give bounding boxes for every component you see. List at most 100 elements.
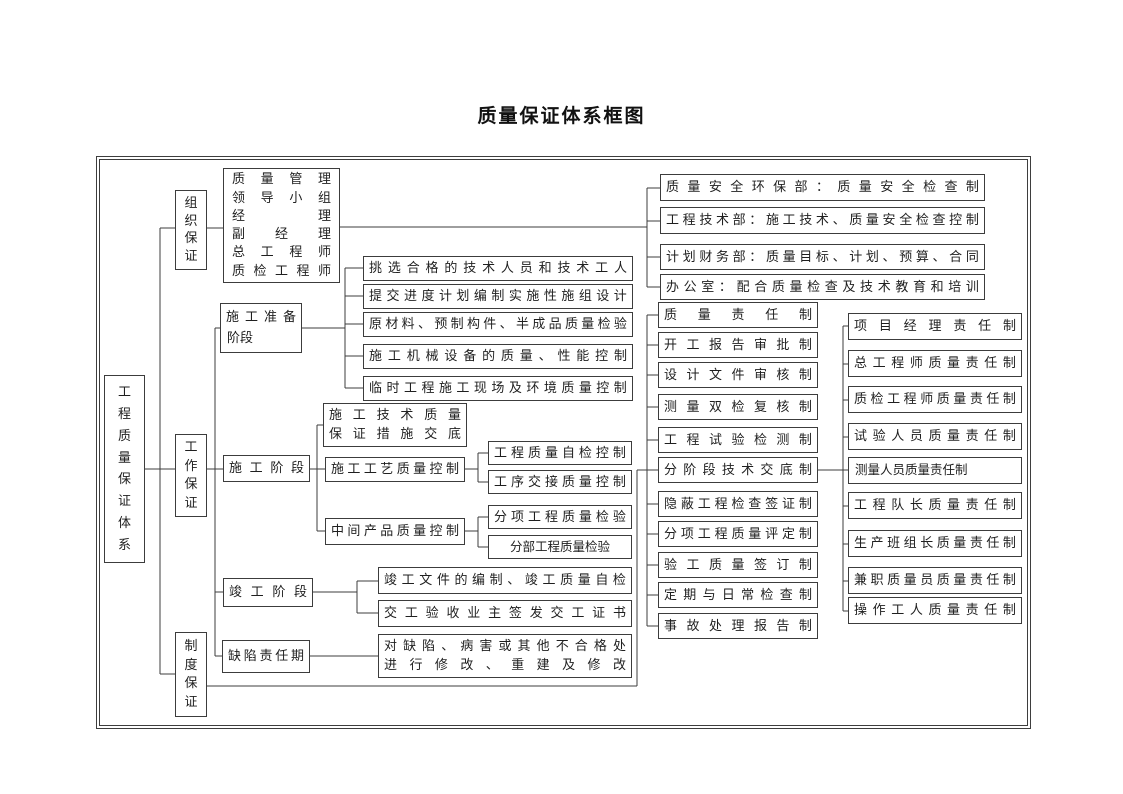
defect-remedy-box: 对缺陷、病害或其他不合格处 进行修改、重建及修改 xyxy=(378,634,632,678)
dept-box-planning-finance: 计划财务部：质量目标、计划、预算、合同 xyxy=(660,244,985,270)
system-item-hidden-works-signoff: 隐蔽工程检查签证制 xyxy=(658,491,818,517)
prep-item-label: 临时工程施工现场及环境质量控制 xyxy=(369,380,627,396)
resp-item-label: 兼职质量员质量责任制 xyxy=(854,572,1016,588)
system-item-survey-double-check: 测量双检复核制 xyxy=(658,394,818,420)
stage-box-preparation: 施工准备 阶段 xyxy=(220,303,302,353)
completion-item-label: 竣工文件的编制、竣工质量自检 xyxy=(384,572,626,588)
resp-item-label: 试验人员质量责任制 xyxy=(854,428,1016,444)
construction-tech-disclosure-box: 施工技术质量 保证措施交底 xyxy=(323,403,467,447)
prep-item-schedule-design: 提交进度计划编制实施性施组设计 xyxy=(363,284,633,309)
intermediate-control-label: 中间产品质量控制 xyxy=(331,523,459,539)
defect-remedy-line: 对缺陷、病害或其他不合格处 xyxy=(384,638,626,654)
resp-item-operators: 操作工人质量责任制 xyxy=(848,597,1022,624)
system-item-design-review: 设计文件审核制 xyxy=(658,362,818,388)
branch-organization-label: 组织保证 xyxy=(184,194,198,264)
system-item-label: 验工质量签订制 xyxy=(664,556,812,572)
process-control-label: 施工工艺质量控制 xyxy=(331,461,459,477)
branch-institution: 制度保证 xyxy=(175,632,207,717)
system-item-label: 质量责任制 xyxy=(664,306,812,322)
process-item-handover-control: 工序交接质量控制 xyxy=(488,470,632,494)
process-item-self-inspection: 工程质量自检控制 xyxy=(488,441,632,465)
stage-box-completion: 竣工阶段 xyxy=(223,578,313,607)
tech-disclosure-line: 保证措施交底 xyxy=(329,426,461,441)
resp-item-label: 总工程师质量责任制 xyxy=(854,355,1016,371)
completion-item-documents-selfcheck: 竣工文件的编制、竣工质量自检 xyxy=(378,567,632,594)
leadership-line: 副经理 xyxy=(232,226,331,242)
system-item-commencement-approval: 开工报告审批制 xyxy=(658,332,818,358)
prep-item-label: 挑选合格的技术人员和技术工人 xyxy=(369,260,627,276)
system-item-label: 定期与日常检查制 xyxy=(664,586,812,602)
construction-process-control-box: 施工工艺质量控制 xyxy=(325,457,465,482)
resp-item-label: 操作工人质量责任制 xyxy=(854,602,1016,618)
leadership-line: 总工程师 xyxy=(232,244,331,260)
leadership-line: 领导小组 xyxy=(232,189,331,205)
system-item-staged-disclosure: 分阶段技术交底制 xyxy=(658,457,818,483)
completion-item-handover-certificate: 交工验收业主签发交工证书 xyxy=(378,600,632,627)
leadership-group-box: 质量管理 领导小组 经理 副经理 总工程师 质检工程师 xyxy=(223,168,340,283)
dept-box-engineering-tech: 工程技术部：施工技术、质量安全检查控制 xyxy=(660,207,985,234)
dept-label: 工程技术部：施工技术、质量安全检查控制 xyxy=(666,212,979,228)
root-box-project-quality-system: 工程质量保证体系 xyxy=(104,375,145,563)
branch-work-label: 工作保证 xyxy=(184,439,198,510)
process-item-label: 工序交接质量控制 xyxy=(494,473,626,489)
stage-preparation-line1: 施工准备 xyxy=(226,309,296,325)
system-item-label: 工程试验检测制 xyxy=(664,431,812,447)
page-title: 质量保证体系框图 xyxy=(477,106,646,127)
outer-border xyxy=(96,156,1031,729)
resp-item-quality-engineer: 质检工程师质量责任制 xyxy=(848,386,1022,413)
resp-item-team-leader: 工程队长质量责任制 xyxy=(848,492,1022,519)
prep-item-label: 施工机械设备的质量、性能控制 xyxy=(369,348,627,364)
system-item-accident-report: 事故处理报告制 xyxy=(658,613,818,639)
system-item-label: 隐蔽工程检查签证制 xyxy=(664,495,812,511)
resp-item-chief-engineer: 总工程师质量责任制 xyxy=(848,350,1022,377)
intermediate-item-label: 分项工程质量检验 xyxy=(494,508,626,524)
stage-preparation-line2: 阶段 xyxy=(227,330,254,345)
system-item-label: 分阶段技术交底制 xyxy=(664,461,812,477)
intermediate-item-subitem-inspection: 分项工程质量检验 xyxy=(488,505,632,529)
process-item-label: 工程质量自检控制 xyxy=(494,444,626,460)
resp-item-survey-personnel: 测量人员质量责任制 xyxy=(848,457,1022,484)
system-item-subitem-evaluation: 分项工程质量评定制 xyxy=(658,521,818,547)
dept-label: 办公室：配合质量检查及技术教育和培训 xyxy=(666,278,979,294)
leadership-line: 质量管理 xyxy=(232,171,331,187)
prep-item-machinery-control: 施工机械设备的质量、性能控制 xyxy=(363,344,633,369)
root-label: 工程质量保证体系 xyxy=(117,383,131,553)
dept-label: 计划财务部：质量目标、计划、预算、合同 xyxy=(666,248,979,264)
system-item-test-detection: 工程试验检测制 xyxy=(658,427,818,453)
prep-item-material-inspection: 原材料、预制构件、半成品质量检验 xyxy=(363,312,633,337)
resp-item-label: 项目经理责任制 xyxy=(854,318,1016,334)
system-item-label: 分项工程质量评定制 xyxy=(664,525,812,541)
prep-item-label: 提交进度计划编制实施性施组设计 xyxy=(369,288,627,304)
prep-item-select-personnel: 挑选合格的技术人员和技术工人 xyxy=(363,256,633,281)
system-item-label: 开工报告审批制 xyxy=(664,336,812,352)
resp-item-test-personnel: 试验人员质量责任制 xyxy=(848,423,1022,450)
dept-box-office: 办公室：配合质量检查及技术教育和培训 xyxy=(660,274,985,300)
system-item-label: 事故处理报告制 xyxy=(664,617,812,633)
leadership-line: 经理 xyxy=(232,207,331,223)
leadership-line: 质检工程师 xyxy=(232,262,331,278)
branch-work: 工作保证 xyxy=(175,434,207,517)
intermediate-item-division-inspection: 分部工程质量检验 xyxy=(488,535,632,559)
resp-item-label: 测量人员质量责任制 xyxy=(855,463,968,478)
tech-disclosure-line: 施工技术质量 xyxy=(329,407,461,423)
system-item-acceptance-signing: 验工质量签订制 xyxy=(658,552,818,578)
branch-institution-label: 制度保证 xyxy=(184,637,198,710)
stage-construction-label: 施工阶段 xyxy=(229,460,304,476)
dept-label: 质量安全环保部：质量安全检查制 xyxy=(666,179,979,195)
resp-item-label: 质检工程师质量责任制 xyxy=(854,391,1016,407)
system-item-label: 测量双检复核制 xyxy=(664,398,812,414)
resp-item-label: 工程队长质量责任制 xyxy=(854,497,1016,513)
prep-item-site-environment: 临时工程施工现场及环境质量控制 xyxy=(363,376,633,401)
dept-box-quality-safety-env: 质量安全环保部：质量安全检查制 xyxy=(660,174,985,201)
stage-defect-label: 缺陷责任期 xyxy=(228,648,304,664)
system-item-quality-responsibility: 质量责任制 xyxy=(658,302,818,328)
resp-item-parttime-quality-staff: 兼职质量员质量责任制 xyxy=(848,567,1022,594)
resp-item-production-group-leader: 生产班组长质量责任制 xyxy=(848,530,1022,557)
defect-remedy-line: 进行修改、重建及修改 xyxy=(384,657,626,672)
stage-box-construction: 施工阶段 xyxy=(223,455,310,482)
completion-item-label: 交工验收业主签发交工证书 xyxy=(384,605,626,621)
stage-box-defect-period: 缺陷责任期 xyxy=(222,640,310,673)
resp-item-label: 生产班组长质量责任制 xyxy=(854,535,1016,551)
